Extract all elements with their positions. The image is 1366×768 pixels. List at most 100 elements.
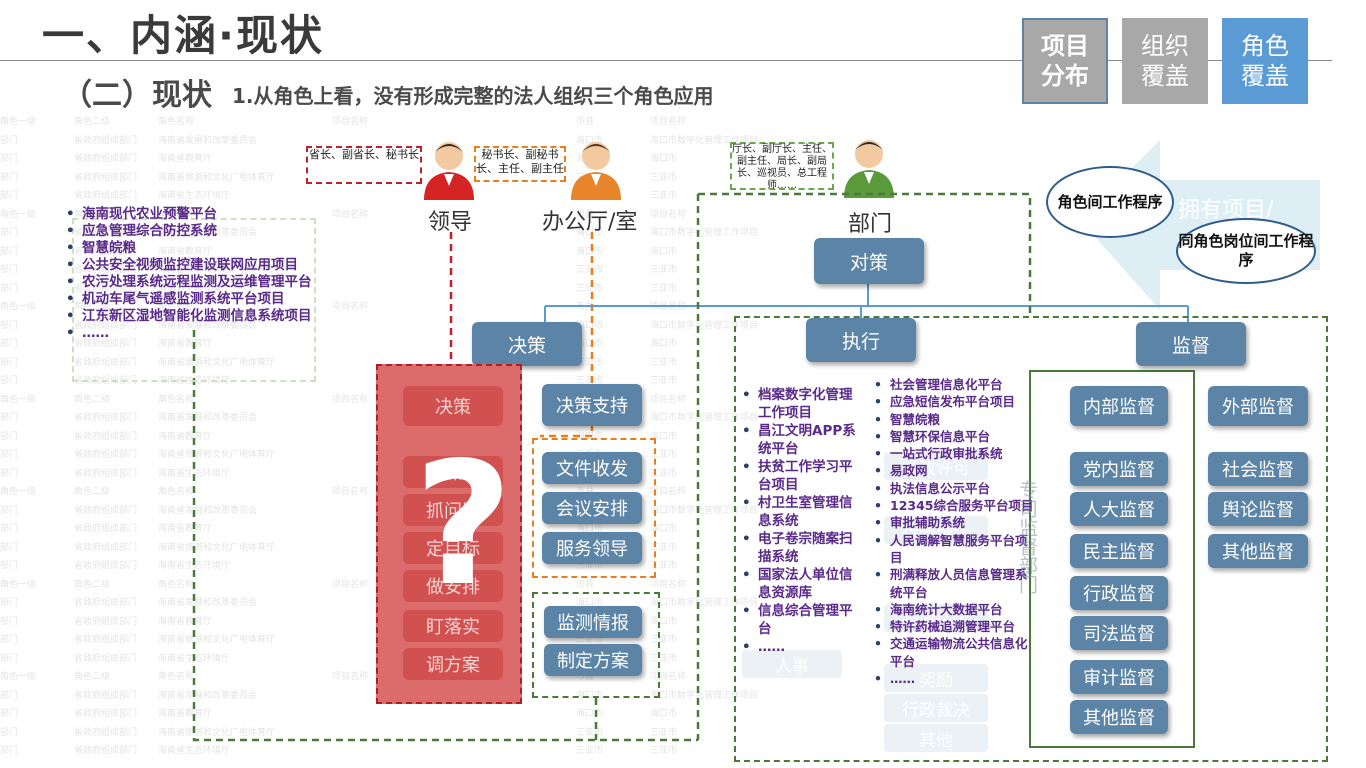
internal-supervision-item-4[interactable]: 行政监督 — [1070, 576, 1168, 610]
bg-table-cell: 项目名称 — [650, 672, 687, 682]
bg-table-cell: 海口市 — [576, 135, 604, 146]
bg-table-cell: 海南省旅游和文化广电体育厅 — [158, 542, 276, 553]
leader-label: 领导 — [428, 210, 473, 235]
leader-item-implement[interactable]: 盯落实 — [403, 610, 503, 642]
duice-box[interactable]: 对策 — [814, 238, 924, 284]
external-supervision-item-1[interactable]: 社会监督 — [1208, 452, 1308, 486]
office-doc-handling[interactable]: 文件收发 — [542, 452, 642, 484]
project-list-item: 公共安全视频监控建设联网应用项目 — [64, 257, 320, 274]
internal-supervision-item-0[interactable]: 内部监督 — [1070, 386, 1168, 426]
left-project-list: 海南现代农业预警平台应急管理综合防控系统智慧皖粮公共安全视频监控建设联网应用项目… — [64, 206, 320, 342]
bg-table-cell: 部门 — [0, 653, 19, 664]
bg-table-cell: 部门 — [0, 172, 19, 183]
bg-table-cell: 海南省发展和改革委员会 — [158, 690, 258, 701]
leader-item-decision[interactable]: 决策 — [403, 386, 503, 426]
bg-table-row: 部门省政府组成部门海南省旅游和文化广电体育厅三亚市三亚市 — [0, 355, 760, 374]
leader-person-icon — [424, 142, 474, 200]
office-monitor-intel[interactable]: 监测情报 — [544, 606, 642, 638]
leader-item-grasp[interactable]: 抓 — [403, 456, 503, 488]
tab-org-coverage[interactable]: 组织 覆盖 — [1122, 18, 1208, 104]
project-list-item: 电子卷宗随案扫描系统 — [740, 530, 856, 566]
internal-supervision-item-7[interactable]: 其他监督 — [1070, 700, 1168, 734]
bg-table-cell: 角色名称 — [158, 487, 195, 497]
internal-supervision-item-2[interactable]: 人大监督 — [1070, 492, 1168, 526]
bg-table-cell: 三亚市 — [576, 265, 604, 275]
bg-table-cell: 部门 — [0, 690, 19, 701]
project-list-item: 12345综合服务平台项目 — [872, 497, 1038, 515]
bg-table-cell: 部门 — [0, 542, 19, 553]
bg-table-cell: 三亚市 — [650, 542, 678, 553]
project-list-item: 农污处理系统远程监测及运维管理平台 — [64, 274, 320, 291]
leader-item-adjust[interactable]: 调方案 — [403, 648, 503, 680]
bg-table-cell: 市县 — [576, 579, 595, 590]
office-person-icon — [571, 142, 621, 200]
bg-table-cell: 项目名称 — [332, 394, 369, 405]
bg-table-cell: 海口市数字化管理工作项目 — [650, 320, 759, 331]
internal-supervision-item-3[interactable]: 民主监督 — [1070, 534, 1168, 568]
bg-table-cell: 部门 — [0, 431, 19, 442]
office-monitor-frame — [532, 592, 660, 698]
bg-table-cell: 部门 — [0, 505, 19, 516]
internal-supervision-item-5[interactable]: 司法监督 — [1070, 616, 1168, 650]
project-list-item: 特许药械追溯管理平台 — [872, 618, 1038, 636]
external-supervision-item-3[interactable]: 其他监督 — [1208, 534, 1308, 568]
bg-table-cell: 省政府组成部门 — [74, 468, 138, 479]
bg-table-row: 部门省政府组成部门海南省教育厅海口市海口市 — [0, 521, 760, 540]
bg-table-cell: 三亚市 — [576, 746, 604, 756]
external-supervision-item-0[interactable]: 外部监督 — [1208, 386, 1308, 426]
bg-table-cell: 三亚市 — [650, 172, 678, 183]
bg-table-cell: 海南省教育厅 — [158, 339, 213, 349]
bg-table-cell: 部门 — [0, 598, 19, 608]
bg-table-cell: 角色名称 — [158, 117, 195, 127]
jiandu-box[interactable]: 监督 — [1136, 322, 1246, 366]
office-make-plan[interactable]: 制定方案 — [544, 644, 642, 676]
department-note: 厅长、副厅长、主任、副主任、局长、副局长、巡视员、总工程师…… — [730, 142, 834, 191]
leader-item-goal[interactable]: 定目标 — [403, 532, 503, 564]
bg-table-cell: 部门 — [0, 468, 19, 479]
bg-table-cell: 海口市 — [650, 431, 678, 442]
bg-table-cell: 部门 — [0, 228, 19, 238]
project-list-item: 交通运输物流公共信息化平台 — [872, 635, 1038, 670]
bg-table-cell: 三亚市 — [650, 283, 678, 294]
bg-table-cell: 省政府组成部门 — [74, 505, 138, 516]
internal-supervision-item-6[interactable]: 审计监督 — [1070, 660, 1168, 694]
zhixing-box[interactable]: 执行 — [806, 318, 916, 362]
bg-table-cell: 海口市 — [576, 246, 604, 257]
cloud-same-role-procedure: 同角色岗位间工作程序 — [1176, 218, 1316, 284]
bg-table-cell: 海南省教育厅 — [158, 709, 213, 719]
bg-table-cell: 省政府组成部门 — [74, 413, 138, 423]
bg-table-cell: 三亚市 — [576, 561, 604, 571]
bg-table-cell: 海口市数字化管理工作项目 — [650, 505, 759, 516]
external-supervision-item-2[interactable]: 舆论监督 — [1208, 492, 1308, 526]
internal-supervision-item-1[interactable]: 党内监督 — [1070, 452, 1168, 486]
bg-table-cell: 三亚市 — [576, 283, 604, 294]
leader-item-problem[interactable]: 抓问题 — [403, 494, 503, 526]
office-serve-leader[interactable]: 服务领导 — [542, 532, 642, 564]
bg-table-cell: 部门 — [0, 376, 19, 386]
office-decision-support[interactable]: 决策支持 — [542, 384, 642, 426]
bg-table-cell: 海口市 — [650, 524, 678, 534]
bg-table-cell: 海南省生态环境厅 — [158, 468, 231, 479]
bg-table-cell: 部门 — [0, 246, 19, 257]
office-meeting-arrange[interactable]: 会议安排 — [542, 492, 642, 524]
tab-role-coverage[interactable]: 角色 覆盖 — [1222, 18, 1308, 104]
bg-table-cell: 海南省旅游和文化广电体育厅 — [158, 450, 276, 460]
question-mark-icon: ? — [414, 426, 513, 624]
bg-table-cell: 三亚市 — [650, 653, 678, 664]
bg-table-cell: 角色一级 — [0, 209, 37, 220]
bg-table-cell: 项目名称 — [332, 302, 369, 312]
leader-item-arrange[interactable]: 做安排 — [403, 570, 503, 602]
tab-project-distribution[interactable]: 项目 分布 — [1022, 18, 1108, 104]
bg-table-cell: 省政府组成部门 — [74, 154, 138, 164]
section-subtitle: （二）现状 — [62, 78, 212, 113]
bg-table-cell: 海口市 — [650, 154, 678, 164]
bg-table-cell: 海口市 — [650, 246, 678, 257]
bg-table-cell: 三亚市 — [650, 265, 678, 275]
bg-table-cell: 部门 — [0, 154, 19, 164]
bg-table-cell: 部门 — [0, 635, 19, 645]
juece-box[interactable]: 决策 — [472, 322, 582, 366]
title-divider — [0, 60, 1332, 61]
bg-table-cell: 三亚市 — [650, 746, 678, 756]
tab-label-bottom: 分布 — [1041, 62, 1089, 90]
bg-table-cell: 三亚市 — [650, 468, 678, 479]
